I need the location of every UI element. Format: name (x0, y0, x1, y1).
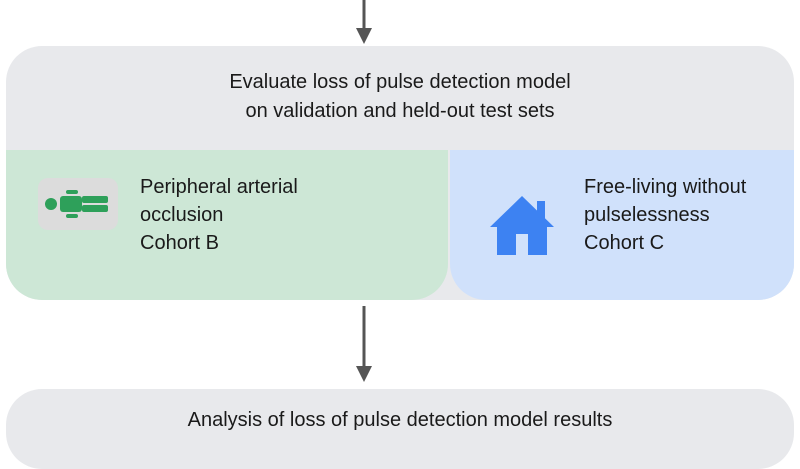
cohort-c-line-1: Free-living without (584, 176, 747, 198)
evaluate-line-1: Evaluate loss of pulse detection model (229, 71, 571, 93)
cohort-b-line-3: Cohort B (140, 232, 219, 254)
evaluate-label: Evaluate loss of pulse detection model o… (0, 68, 800, 126)
analysis-label: Analysis of loss of pulse detection mode… (187, 409, 613, 431)
cohort-c-line-2: pulselessness (584, 204, 710, 226)
arrow-down-top (356, 0, 372, 44)
cohort-b-label: Peripheral arterial occlusion Cohort B (140, 173, 298, 257)
evaluate-line-2: on validation and held-out test sets (245, 100, 555, 122)
cohort-c-line-3: Cohort C (584, 232, 665, 254)
cohort-c-label: Free-living without pulselessness Cohort… (584, 173, 746, 257)
arrow-down-middle (356, 306, 372, 382)
person-lying-icon (38, 178, 118, 230)
cohort-b-line-1: Peripheral arterial (140, 176, 298, 198)
cohort-b-line-2: occlusion (140, 204, 224, 226)
house-icon (490, 196, 554, 255)
